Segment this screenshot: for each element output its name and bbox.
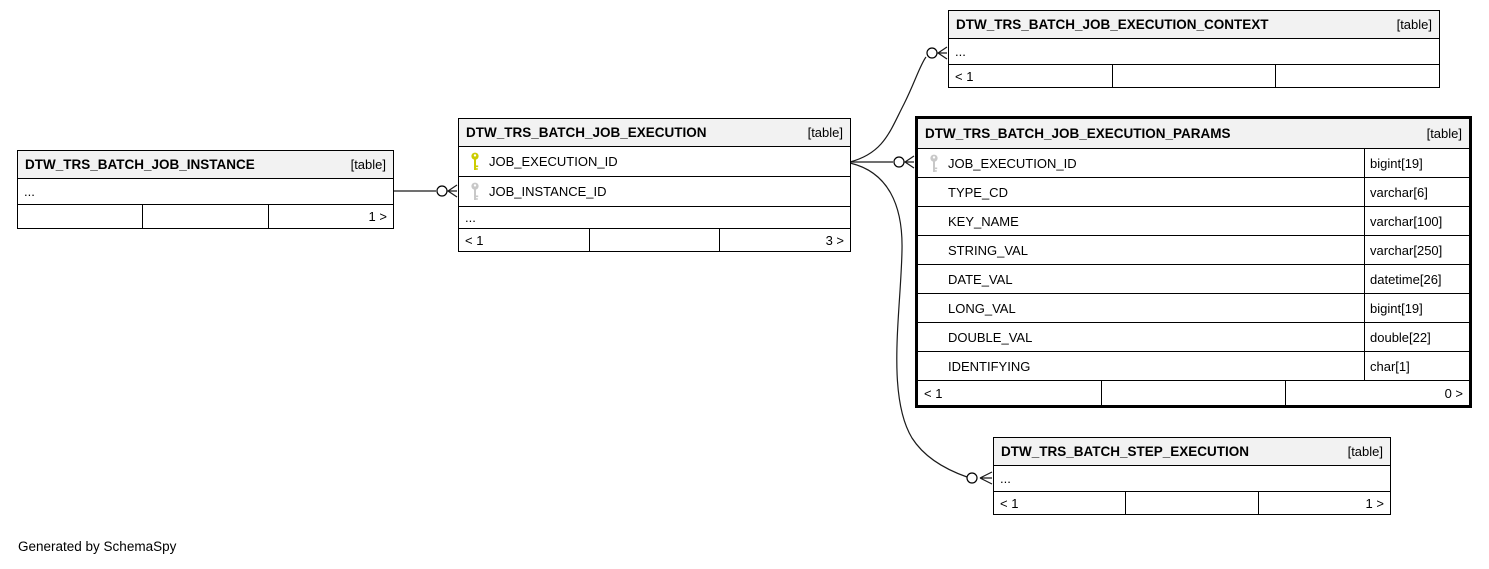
table-header: DTW_TRS_BATCH_STEP_EXECUTION [table]	[994, 438, 1390, 466]
table-name[interactable]: DTW_TRS_BATCH_JOB_EXECUTION_CONTEXT	[956, 17, 1269, 32]
table-dtw-trs-batch-job-execution-context[interactable]: DTW_TRS_BATCH_JOB_EXECUTION_CONTEXT [tab…	[948, 10, 1440, 88]
table-badge: [table]	[350, 157, 386, 172]
crowfoot-icon	[446, 184, 458, 198]
collapsed-columns-row: ...	[949, 39, 1439, 65]
crowfoot-icon	[903, 155, 915, 169]
column-row-date-val: DATE_VAL datetime[26]	[918, 265, 1469, 294]
table-dtw-trs-batch-job-execution-params[interactable]: DTW_TRS_BATCH_JOB_EXECUTION_PARAMS [tabl…	[915, 116, 1472, 408]
column-type: char[1]	[1364, 352, 1469, 380]
footer-middle-cell	[590, 229, 721, 251]
table-dtw-trs-batch-job-execution[interactable]: DTW_TRS_BATCH_JOB_EXECUTION [table] JOB_…	[458, 118, 851, 252]
table-name[interactable]: DTW_TRS_BATCH_JOB_EXECUTION_PARAMS	[925, 126, 1231, 141]
parents-count	[18, 205, 144, 228]
table-degree-footer: 1 >	[18, 205, 393, 228]
column-type: double[22]	[1364, 323, 1469, 351]
relationship-execution-to-step	[849, 162, 993, 485]
generator-note: Generated by SchemaSpy	[18, 539, 177, 554]
column-name: JOB_INSTANCE_ID	[489, 184, 607, 199]
column-type: bigint[19]	[1364, 294, 1469, 322]
footer-middle-cell	[143, 205, 269, 228]
children-count: 1 >	[368, 209, 387, 224]
column-row-job-instance-id: JOB_INSTANCE_ID	[459, 177, 850, 207]
table-degree-footer: < 1	[949, 65, 1439, 87]
relationship-instance-to-execution	[394, 184, 458, 198]
children-count: 1 >	[1365, 495, 1384, 511]
table-name[interactable]: DTW_TRS_BATCH_JOB_EXECUTION	[466, 125, 707, 140]
footer-middle-cell	[1126, 492, 1259, 514]
table-name[interactable]: DTW_TRS_BATCH_STEP_EXECUTION	[1001, 444, 1250, 459]
column-name: IDENTIFYING	[948, 358, 1031, 374]
column-row-key-name: KEY_NAME varchar[100]	[918, 207, 1469, 236]
parents-count: < 1	[918, 381, 1102, 405]
table-dtw-trs-batch-job-instance[interactable]: DTW_TRS_BATCH_JOB_INSTANCE [table] ... 1…	[17, 150, 394, 229]
table-name[interactable]: DTW_TRS_BATCH_JOB_INSTANCE	[25, 157, 255, 172]
children-count: 0 >	[1444, 385, 1463, 401]
parents-count: < 1	[949, 65, 1113, 87]
parents-count: < 1	[459, 229, 590, 251]
column-name: JOB_EXECUTION_ID	[948, 155, 1077, 171]
column-row-identifying: IDENTIFYING char[1]	[918, 352, 1469, 381]
column-type: varchar[6]	[1364, 178, 1469, 206]
column-row-double-val: DOUBLE_VAL double[22]	[918, 323, 1469, 352]
column-name: STRING_VAL	[948, 242, 1028, 258]
children-count: 3 >	[825, 232, 845, 248]
relationship-execution-to-context	[849, 46, 948, 163]
footer-middle-cell	[1113, 65, 1277, 87]
collapsed-columns-row: ...	[994, 466, 1390, 492]
table-badge: [table]	[1396, 17, 1432, 32]
table-degree-footer: < 1 0 >	[918, 381, 1469, 405]
column-type: varchar[250]	[1364, 236, 1469, 264]
column-name: DATE_VAL	[948, 271, 1013, 287]
collapsed-columns-row: ...	[459, 207, 850, 229]
footer-middle-cell	[1102, 381, 1286, 405]
table-degree-footer: < 1 3 >	[459, 229, 850, 251]
column-name: KEY_NAME	[948, 213, 1019, 229]
primary-key-icon	[459, 152, 489, 171]
column-name: TYPE_CD	[948, 184, 1008, 200]
relationship-execution-to-params	[850, 155, 915, 169]
column-type: datetime[26]	[1364, 265, 1469, 293]
collapsed-columns-row: ...	[18, 179, 393, 205]
column-row-string-val: STRING_VAL varchar[250]	[918, 236, 1469, 265]
column-type: bigint[19]	[1364, 149, 1469, 177]
table-dtw-trs-batch-step-execution[interactable]: DTW_TRS_BATCH_STEP_EXECUTION [table] ...…	[993, 437, 1391, 515]
column-row-long-val: LONG_VAL bigint[19]	[918, 294, 1469, 323]
table-badge: [table]	[1347, 444, 1383, 459]
foreign-key-icon	[459, 182, 489, 201]
table-header: DTW_TRS_BATCH_JOB_EXECUTION [table]	[459, 119, 850, 147]
table-badge: [table]	[807, 125, 843, 140]
column-row-job-execution-id: JOB_EXECUTION_ID bigint[19]	[918, 149, 1469, 178]
table-degree-footer: < 1 1 >	[994, 492, 1390, 514]
foreign-key-icon	[918, 154, 948, 173]
table-header: DTW_TRS_BATCH_JOB_EXECUTION_PARAMS [tabl…	[918, 119, 1469, 149]
crowfoot-icon	[936, 46, 948, 60]
parents-count: < 1	[994, 492, 1127, 514]
table-header: DTW_TRS_BATCH_JOB_EXECUTION_CONTEXT [tab…	[949, 11, 1439, 39]
table-badge: [table]	[1426, 126, 1462, 141]
column-row-job-execution-id: JOB_EXECUTION_ID	[459, 147, 850, 177]
column-row-type-cd: TYPE_CD varchar[6]	[918, 178, 1469, 207]
column-type: varchar[100]	[1364, 207, 1469, 235]
column-name: LONG_VAL	[948, 300, 1016, 316]
table-header: DTW_TRS_BATCH_JOB_INSTANCE [table]	[18, 151, 393, 179]
children-count	[1276, 65, 1439, 87]
column-name: DOUBLE_VAL	[948, 329, 1033, 345]
column-name: JOB_EXECUTION_ID	[489, 154, 618, 169]
crowfoot-icon	[979, 471, 993, 485]
